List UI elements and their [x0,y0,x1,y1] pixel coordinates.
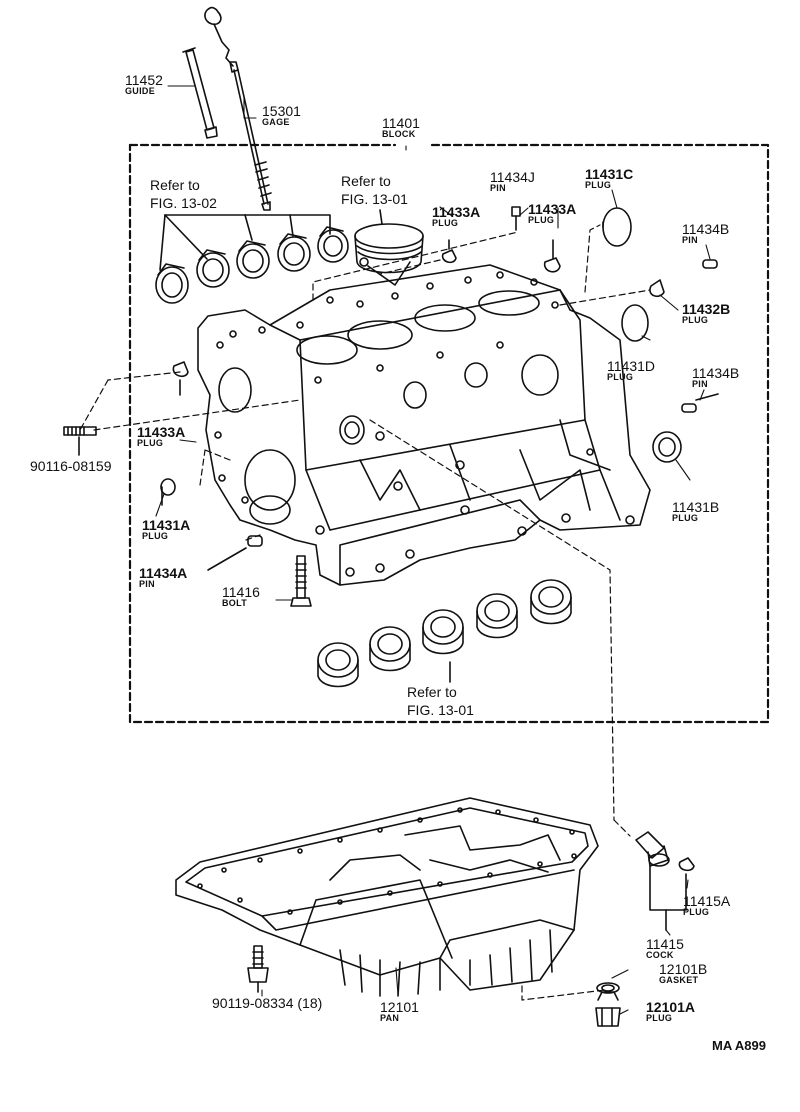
part-name: PLUG [528,215,555,225]
part-name: PLUG [137,438,164,448]
part-name: GAGE [262,117,290,127]
upper-bearings [155,214,349,304]
part-name: PAN [380,1013,400,1023]
drain-plug [595,982,621,1027]
part-name: PLUG [683,907,710,917]
part-number: 11431A [142,517,191,533]
callout-90119-08334: 90119-08334 (18) [212,996,322,1010]
callout-11452: 11452 GUIDE [125,73,163,96]
piston [354,209,424,286]
part-name: PLUG [432,218,459,228]
callout-11433A-top-left: 11433A PLUG [432,205,480,228]
part-name: PLUG [646,1013,673,1023]
refer-line: Refer to [407,684,457,700]
callout-15301: 15301 GAGE [262,104,301,127]
part-name: PLUG [142,531,169,541]
refer-note-fig-13-02: Refer to FIG. 13-02 [150,176,217,212]
callout-11415A: 11415A PLUG [683,894,730,917]
refer-note-fig-13-01-bottom: Refer to FIG. 13-01 [407,683,474,719]
refer-line: Refer to [341,173,391,189]
part-name: BLOCK [382,129,416,139]
part-number: 11434B [682,221,730,237]
refer-figure: FIG. 13-01 [407,702,474,718]
part-name: PLUG [607,372,634,382]
part-number: 11401 [382,115,420,131]
top-plugs [441,206,719,463]
refer-figure: FIG. 13-01 [341,191,408,207]
part-name: GASKET [659,975,699,985]
refer-figure: FIG. 13-02 [150,195,217,211]
part-number: 11431D [607,358,656,374]
lower-bearings [317,579,572,688]
bolt-11416 [290,555,312,607]
callout-11433A-top-right: 11433A PLUG [528,202,576,225]
part-number: 11432B [682,301,731,317]
part-number: 12101A [646,999,696,1015]
leader-lines [155,85,711,1015]
dashed-leaders [79,224,651,1001]
part-name: PLUG [682,315,709,325]
callout-11433A-left: 11433A PLUG [137,425,185,448]
part-number: 11415A [683,893,731,909]
part-name: PIN [139,579,155,589]
callout-12101: 12101 PAN [380,1000,419,1023]
callout-11431C: 11431C PLUG [585,167,633,190]
part-number: 90119-08334 (18) [212,995,323,1011]
callout-11432B: 11432B PLUG [682,302,730,325]
part-number: 11416 [222,584,260,600]
callout-12101B: 12101B GASKET [659,962,707,985]
diagram-code: MA A899 [712,1038,766,1053]
callout-11401: 11401 BLOCK [382,116,420,139]
part-number: 15301 [262,103,301,119]
part-name: PIN [682,235,698,245]
dipstick-gage [204,6,272,211]
part-name: PIN [490,183,506,193]
part-number: 11434J [490,169,535,185]
part-number: 11433A [528,201,577,217]
part-number: 11452 [125,72,163,88]
left-plugs [160,361,263,571]
dipstick-guide [182,47,218,139]
callout-11431B: 11431B PLUG [672,500,719,523]
callout-11415: 11415 COCK [646,937,684,960]
part-name: COCK [646,950,674,960]
pan-bolt [247,945,269,993]
part-name: GUIDE [125,86,156,96]
cylinder-block [197,264,651,586]
part-number: 11415 [646,936,684,952]
callout-11434J: 11434J PIN [490,170,535,193]
oil-pan [175,797,599,997]
part-name: PLUG [672,513,699,523]
part-number: 90116-08159 [30,458,112,474]
callout-11416: 11416 BOLT [222,585,260,608]
callout-11431D: 11431D PLUG [607,359,655,382]
block-boundary [128,143,770,724]
callout-11434B-bottom: 11434B PIN [692,366,739,389]
stud-90116 [63,426,97,456]
drain-cock [635,831,695,931]
part-number: 12101B [659,961,708,977]
part-number: 12101 [380,999,419,1015]
refer-note-fig-13-01-top: Refer to FIG. 13-01 [341,172,408,208]
part-number: 11434B [692,365,740,381]
callout-11434A: 11434A PIN [139,566,187,589]
callout-12101A: 12101A PLUG [646,1000,695,1023]
part-number: 11433A [137,424,186,440]
part-number: 11434A [139,565,188,581]
part-name: BOLT [222,598,248,608]
callout-11431A: 11431A PLUG [142,518,190,541]
refer-line: Refer to [150,177,200,193]
part-number: 11431C [585,166,634,182]
part-name: PLUG [585,180,612,190]
part-name: PIN [692,379,708,389]
callout-90116-08159: 90116-08159 [30,459,111,473]
part-number: 11433A [432,204,481,220]
part-number: 11431B [672,499,720,515]
callout-11434B-top: 11434B PIN [682,222,729,245]
